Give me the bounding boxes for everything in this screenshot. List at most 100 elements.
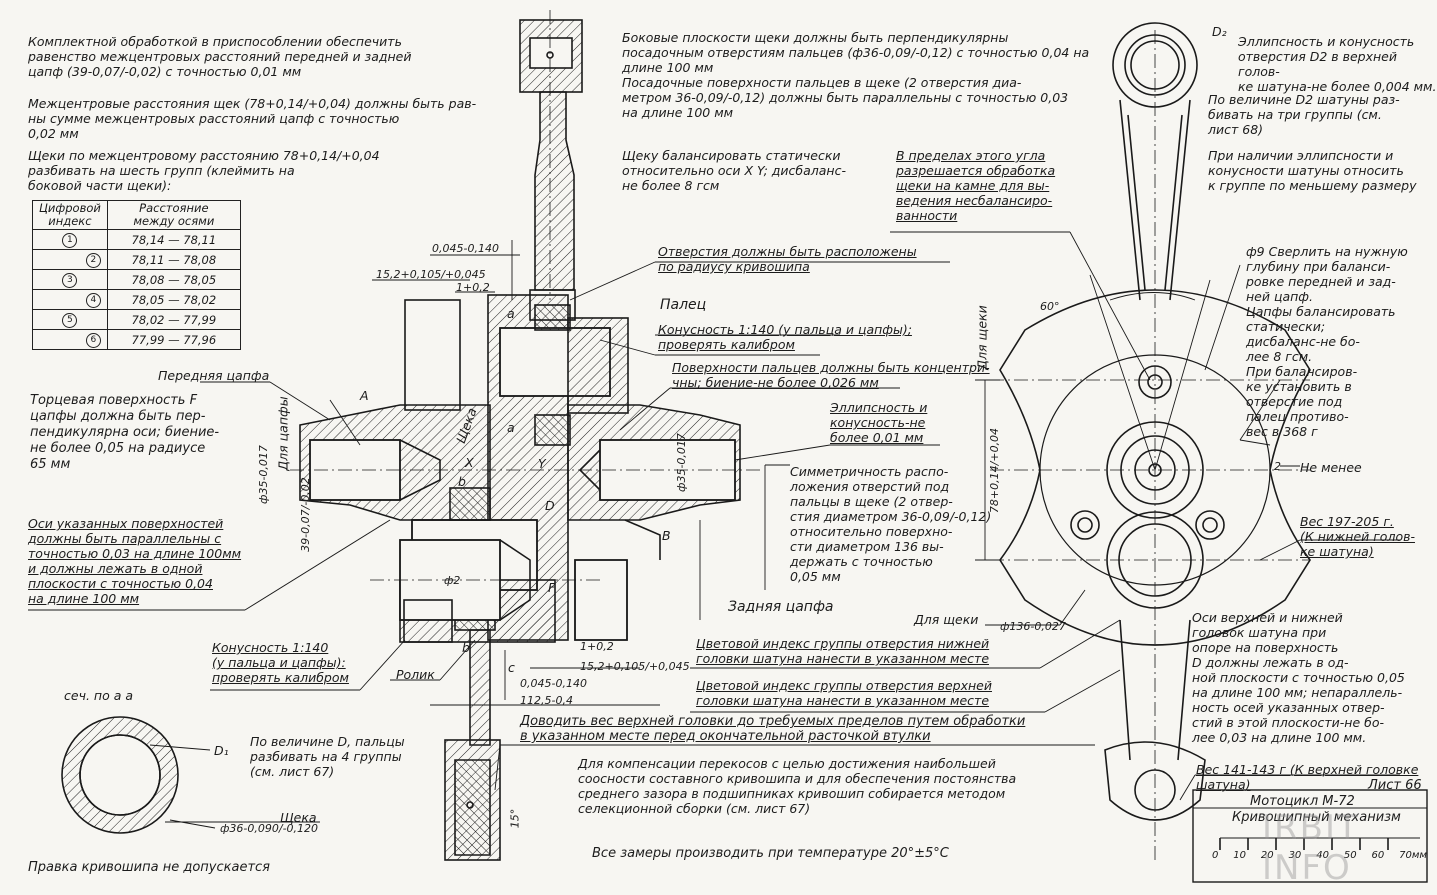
label-F: F <box>548 580 556 595</box>
dim-pin-diameter: ф36-0,090/-0,120 <box>220 822 319 835</box>
table-row: 5 78,02 — 77,99 <box>32 309 241 330</box>
table-row: 1 78,14 — 78,11 <box>32 229 241 250</box>
label-roller: Ролик <box>396 667 435 682</box>
group-table: Цифровой индекс Расстояние между осями 1… <box>32 200 241 350</box>
note-rod-group: При наличии эллипсности и конусности шат… <box>1208 148 1417 193</box>
label-pin: Палец <box>660 297 707 313</box>
group-range: 78,14 — 78,11 <box>106 229 241 250</box>
dim-2: 2 <box>1274 460 1281 473</box>
group-table-header: Цифровой индекс Расстояние между осями <box>32 200 241 230</box>
note-taper-bottom: Конусность 1:140 (у пальца и цапфы): про… <box>212 640 349 685</box>
dim-cheek-diameter: ф136-0,027 <box>1000 620 1066 633</box>
label-rear-journal: Задняя цапфа <box>728 599 834 615</box>
label-a-bottom: а <box>507 420 515 435</box>
note-hole-symmetry: Симметричность распо- ложения отверстий … <box>790 464 992 584</box>
title-line-2: Кривошипный механизм <box>1232 810 1401 825</box>
note-selective-assembly: Для компенсации перекосов с целью достиж… <box>578 756 1017 816</box>
dim-clearance-top: 0,045-0,140 <box>432 242 499 255</box>
note-cheek-distances: Межцентровые расстояния щек (78+0,14/+0,… <box>28 96 477 141</box>
note-angle-grinding: В пределах этого угла разрешается обрабо… <box>896 148 1056 223</box>
label-for-cheek: Для щеки <box>914 612 979 627</box>
dim-oil-hole: ф2 <box>444 574 461 587</box>
scale-tick: 50 <box>1343 850 1357 861</box>
scale-bar: 0 10 20 30 40 50 60 70мм <box>1212 850 1427 861</box>
table-row: 6 77,99 — 77,96 <box>32 329 241 350</box>
group-index: 4 <box>85 293 101 308</box>
note-cheek-balance: Щеку балансировать статически относитель… <box>622 148 846 193</box>
note-min: Не менее <box>1300 460 1362 475</box>
label-for-journal: Для цапфы <box>275 396 291 471</box>
sheet-number: Лист 66 <box>1368 778 1422 793</box>
note-d2-groups: По величине D2 шатуны раз- бивать на три… <box>1208 92 1400 137</box>
group-range: 78,11 — 78,08 <box>106 249 241 270</box>
note-face-runout: Торцевая поверхность F цапфы должна быть… <box>30 393 220 472</box>
label-D: D <box>545 498 555 513</box>
section-a-a <box>61 716 320 834</box>
label-Y: Y <box>538 456 546 471</box>
dim-angle-60: 60° <box>1040 300 1060 313</box>
group-range: 78,05 — 78,02 <box>106 289 241 310</box>
note-cheek-groups: Щеки по межцентровому расстоянию 78+0,14… <box>28 148 380 193</box>
dim-offset-bottom: 15,2+0,105/+0,045 <box>580 660 690 673</box>
table-row: 3 78,08 — 78,05 <box>32 269 241 290</box>
group-range: 78,08 — 78,05 <box>106 269 241 290</box>
group-index: 6 <box>85 333 101 348</box>
scale-tick: 0 <box>1212 850 1219 861</box>
table-row: 2 78,11 — 78,08 <box>32 249 241 270</box>
label-A: А <box>360 388 369 403</box>
label-a-top: а <box>507 306 515 321</box>
group-range: 77,99 — 77,96 <box>106 329 241 350</box>
label-cheek-section: Щека <box>280 810 317 825</box>
note-taper-top: Конусность 1:140 (у пальца и цапфы); про… <box>658 322 912 352</box>
note-pin-groups: По величине D, пальцы разбивать на 4 гру… <box>250 734 405 779</box>
table-row: 4 78,05 — 78,02 <box>32 289 241 310</box>
note-axes-parallel: Оси указанных поверхностей должны быть п… <box>28 516 242 606</box>
group-index: 1 <box>62 233 78 248</box>
table-header-index: Цифровой индекс <box>32 200 108 230</box>
title-line-1: Мотоцикл М-72 <box>1250 794 1355 809</box>
group-index: 3 <box>62 273 78 288</box>
dim-gap-top: 1+0,2 <box>456 281 490 294</box>
table-header-distance: Расстояние между осями <box>106 200 241 230</box>
dim-overall-length: 112,5-0,4 <box>520 694 573 707</box>
rear-journal-section <box>567 404 741 641</box>
label-D2: D₂ <box>1212 24 1227 39</box>
label-b-top: b <box>458 474 466 489</box>
dim-cheek-centre: 78+0,14/+0,04 <box>988 427 1002 514</box>
dim-rear-journal-diameter: ф35-0,017 <box>674 433 688 492</box>
group-index: 5 <box>62 313 78 328</box>
label-for-cheek-vertical: Для щеки <box>974 305 990 370</box>
dim-clearance-bottom: 0,045-0,140 <box>520 677 587 690</box>
label-D1: D₁ <box>214 743 229 758</box>
note-holes-radius: Отверстия должны быть расположены по рад… <box>658 244 917 274</box>
label-c: c <box>508 660 515 675</box>
leader-lines <box>28 231 1400 801</box>
dim-gap-bottom: 1+0,2 <box>580 640 614 653</box>
label-front-journal: Передняя цапфа <box>158 368 270 383</box>
title-block <box>1192 789 1428 883</box>
scale-tick: 20 <box>1260 850 1274 861</box>
label-B: В <box>662 528 671 543</box>
note-pin-concentric: Поверхности пальцев должны быть концентр… <box>672 360 990 390</box>
scale-tick: 70мм <box>1399 850 1427 861</box>
scale-tick: 10 <box>1233 850 1247 861</box>
note-weight-lower: Вес 197-205 г. (К нижней голов- ке шатун… <box>1300 514 1415 559</box>
note-rod-axes: Оси верхней и нижней головок шатуна при … <box>1192 610 1405 745</box>
scale-tick: 30 <box>1288 850 1302 861</box>
group-index: 2 <box>85 253 101 268</box>
centre-lines <box>290 10 1310 860</box>
note-journal-distances: Комплектной обработкой в приспособлении … <box>28 34 412 79</box>
note-weight-upper-head: Доводить вес верхней головки до требуемы… <box>520 714 1026 744</box>
note-d2-ellipse: Эллипсность и конусность отверстия D2 в … <box>1238 34 1437 94</box>
dim-journal-diameter: ф35-0,017 <box>256 445 270 504</box>
note-color-lower: Цветовой индекс группы отверстия нижней … <box>696 636 990 666</box>
group-range: 78,02 — 77,99 <box>106 309 241 330</box>
note-color-upper: Цветовой индекс группы отверстия верхней… <box>696 678 992 708</box>
dim-angle-15: 15° <box>508 808 522 829</box>
note-cheek-planes: Боковые плоскости щеки должны быть перпе… <box>622 30 1090 120</box>
label-X: X <box>465 455 474 470</box>
watermark: IRBIT INFO <box>1262 808 1360 888</box>
label-section: сеч. по а а <box>64 688 133 703</box>
dim-offset-top: 15,2+0,105/+0,045 <box>376 268 486 281</box>
